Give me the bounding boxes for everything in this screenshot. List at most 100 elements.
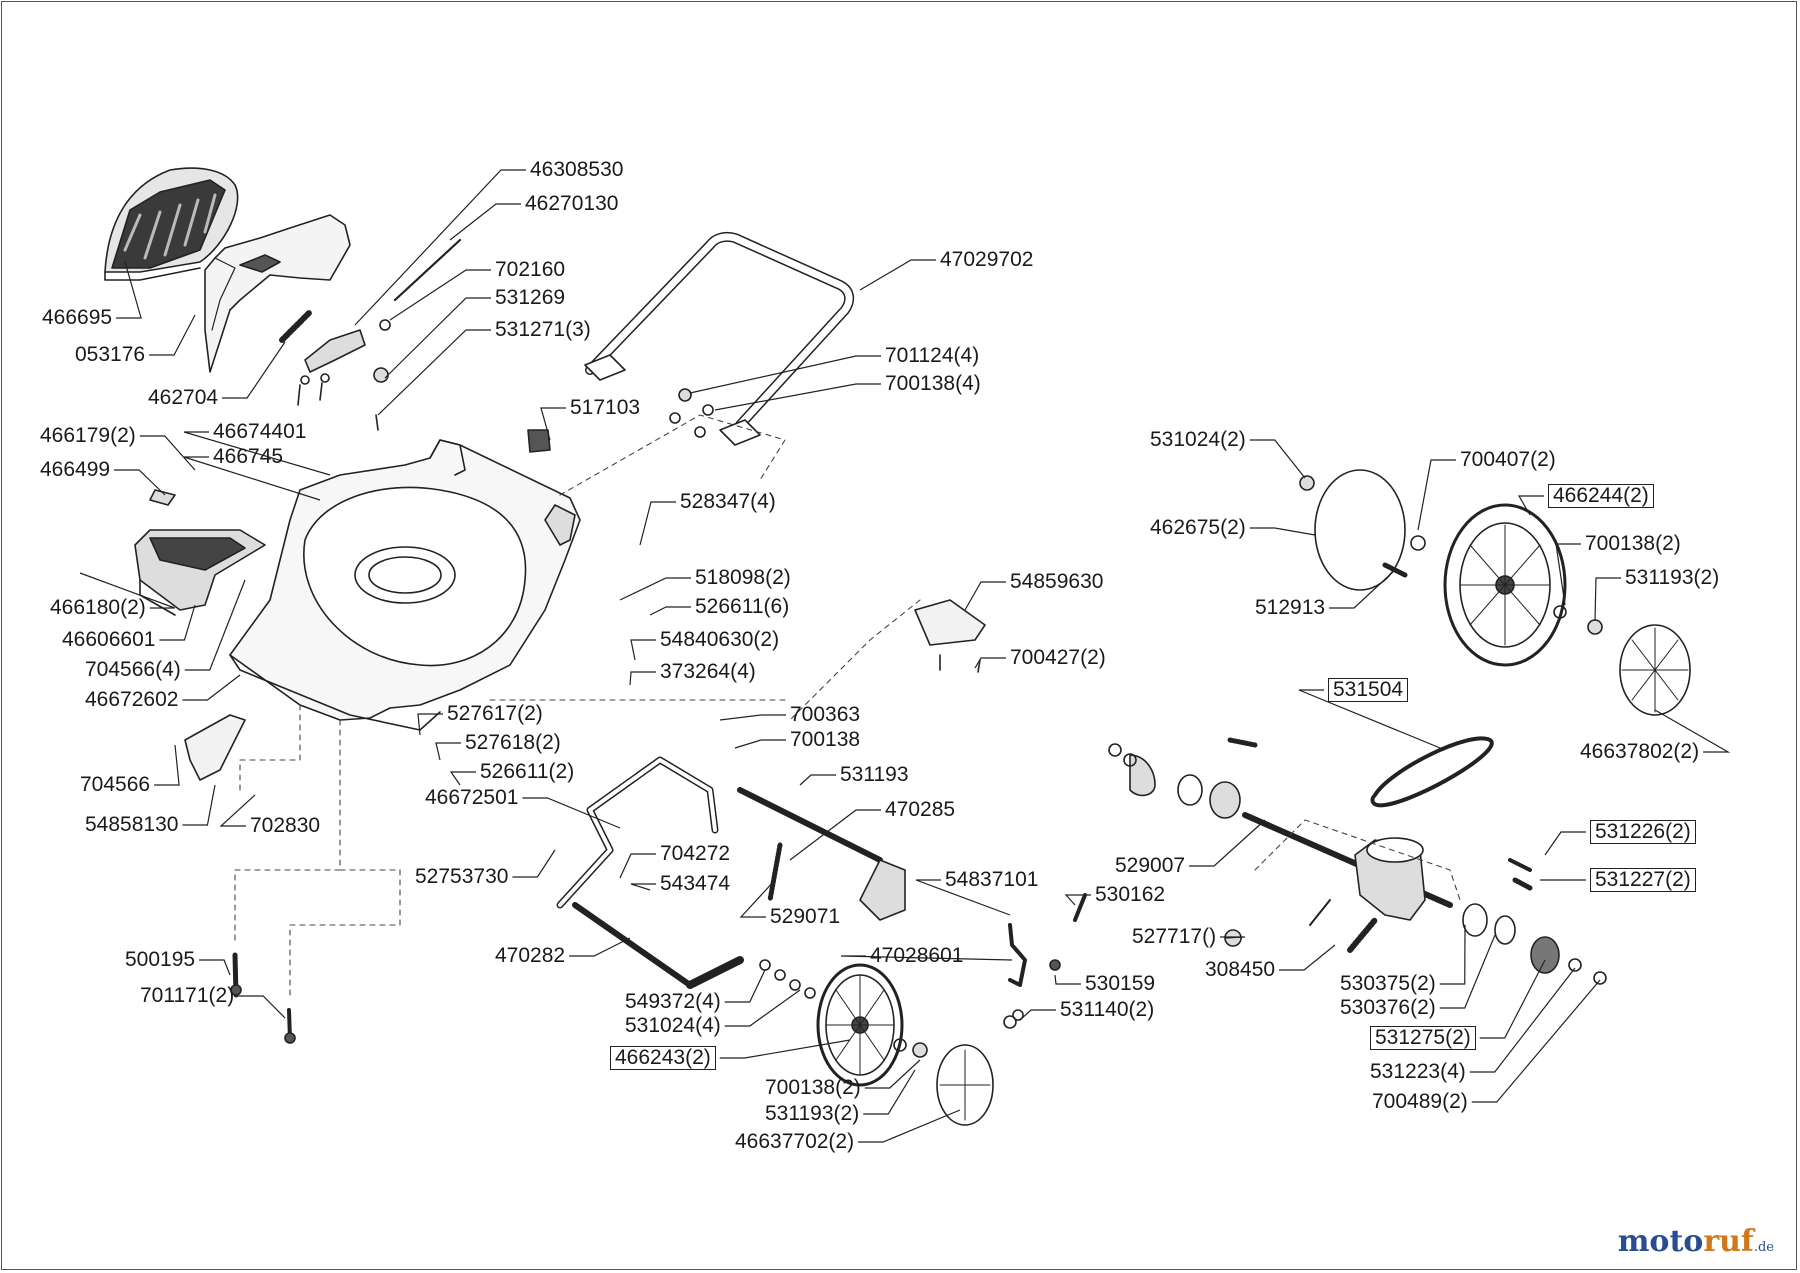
part-number-label: 526611(6) bbox=[695, 595, 790, 618]
part-number-label: 54840630(2) bbox=[660, 628, 780, 651]
leader-line bbox=[1555, 543, 1581, 606]
part-number-label: 466180(2) bbox=[50, 596, 146, 619]
leader-line bbox=[858, 1109, 961, 1143]
leader-line bbox=[389, 269, 491, 321]
leader-line bbox=[354, 169, 526, 326]
leader-line bbox=[182, 674, 241, 701]
leader-line bbox=[540, 407, 566, 441]
leader-line bbox=[739, 879, 776, 918]
part-number-label: 500195 bbox=[125, 948, 196, 971]
leader-line bbox=[863, 1069, 916, 1115]
leader-line bbox=[619, 577, 691, 601]
part-number-label: 531269 bbox=[495, 286, 566, 309]
leader-line bbox=[630, 883, 656, 891]
part-number-label: 700427(2) bbox=[1010, 646, 1106, 669]
leader-line bbox=[184, 579, 246, 671]
leader-line bbox=[384, 297, 491, 379]
bracket-part bbox=[914, 599, 986, 646]
part-number-label: 527617(2) bbox=[447, 702, 543, 725]
leader-line bbox=[1654, 709, 1731, 753]
part-number-label: 527618(2) bbox=[465, 731, 561, 754]
leader-line bbox=[114, 469, 166, 496]
part-number-label: 518098(2) bbox=[695, 566, 791, 589]
leader-line bbox=[1298, 689, 1446, 751]
part-number-label: 54859630 bbox=[1010, 570, 1104, 593]
upper-handle-part bbox=[584, 231, 855, 446]
leader-line bbox=[1189, 819, 1266, 867]
leader-line bbox=[799, 774, 836, 786]
part-number-label: 46674401 bbox=[213, 420, 307, 443]
part-number-label: 46672602 bbox=[85, 688, 179, 711]
part-number-label: 46308530 bbox=[530, 158, 624, 181]
part-number-label: 470285 bbox=[885, 798, 956, 821]
leader-line bbox=[1471, 979, 1601, 1103]
leader-line bbox=[619, 853, 656, 879]
leader-line bbox=[1329, 569, 1396, 609]
leader-line bbox=[154, 744, 180, 786]
drive-belt-part bbox=[1370, 736, 1494, 808]
leader-line bbox=[435, 742, 461, 761]
leader-line bbox=[238, 995, 286, 1019]
part-number-label: 529007 bbox=[1115, 854, 1186, 877]
rod-part bbox=[393, 238, 462, 302]
watermark-logo: motoruf.de bbox=[1617, 1224, 1774, 1259]
leader-line bbox=[859, 259, 936, 291]
part-number-label: 531271(3) bbox=[495, 318, 591, 341]
part-number-label: 531193 bbox=[840, 763, 909, 786]
leader-line bbox=[864, 1059, 921, 1089]
leader-line bbox=[974, 657, 1006, 669]
leader-line bbox=[719, 714, 786, 721]
leader-line bbox=[569, 937, 631, 957]
part-number-label: 46606601 bbox=[62, 628, 156, 651]
part-number-label: 531227(2) bbox=[1590, 868, 1696, 892]
part-number-label: 531140(2) bbox=[1060, 998, 1155, 1021]
leader-line bbox=[649, 606, 691, 616]
part-number-label: 466179(2) bbox=[40, 424, 136, 447]
part-number-label: 530375(2) bbox=[1340, 972, 1436, 995]
leader-line bbox=[449, 771, 476, 786]
part-number-label: 46672501 bbox=[425, 786, 519, 809]
leader-line bbox=[915, 879, 1011, 916]
mower-deck-part bbox=[229, 439, 581, 731]
leader-line bbox=[714, 383, 881, 411]
part-number-label: 526611(2) bbox=[480, 760, 575, 783]
part-number-label: 528347(4) bbox=[680, 490, 776, 513]
part-number-label: 702160 bbox=[495, 258, 566, 281]
part-number-label: 701171(2) bbox=[140, 984, 235, 1007]
part-number-label: 531504 bbox=[1328, 678, 1409, 702]
part-number-label: 47028601 bbox=[870, 944, 964, 967]
part-number-label: 47029702 bbox=[940, 248, 1034, 271]
part-number-label: 466244(2) bbox=[1548, 484, 1654, 508]
leader-line bbox=[139, 435, 196, 471]
part-number-label: 46637802(2) bbox=[1580, 740, 1700, 763]
leader-line bbox=[689, 355, 881, 394]
height-lever-part bbox=[1008, 923, 1027, 987]
leader-line bbox=[840, 955, 1013, 961]
leader-line bbox=[417, 713, 443, 736]
part-number-label: 549372(4) bbox=[625, 990, 721, 1013]
part-number-label: 373264(4) bbox=[660, 660, 756, 683]
front-wheel-part bbox=[816, 963, 904, 1087]
part-number-label: 700489(2) bbox=[1372, 1090, 1468, 1113]
part-number-label: 704272 bbox=[660, 842, 731, 865]
part-number-label: 52753730 bbox=[415, 865, 509, 888]
part-number-label: 531223(4) bbox=[1370, 1060, 1466, 1083]
leader-line bbox=[79, 572, 175, 609]
assembly-dashed-lines bbox=[234, 414, 1461, 1001]
leader-line bbox=[1517, 495, 1544, 516]
part-number-label: 466745 bbox=[213, 445, 284, 468]
part-number-label: 527717() bbox=[1132, 925, 1217, 948]
leader-line bbox=[639, 501, 676, 546]
part-number-label: 700138(2) bbox=[1585, 532, 1681, 555]
leader-line bbox=[734, 739, 786, 749]
leader-line bbox=[719, 1039, 851, 1059]
side-deflector-part bbox=[184, 714, 246, 781]
leader-line bbox=[1279, 944, 1336, 971]
leader-line bbox=[724, 989, 801, 1027]
part-number-label: 308450 bbox=[1205, 958, 1276, 981]
leader-line bbox=[522, 797, 621, 829]
leader-line bbox=[630, 639, 656, 661]
part-number-label: 053176 bbox=[75, 343, 146, 366]
leader-line bbox=[222, 341, 286, 399]
